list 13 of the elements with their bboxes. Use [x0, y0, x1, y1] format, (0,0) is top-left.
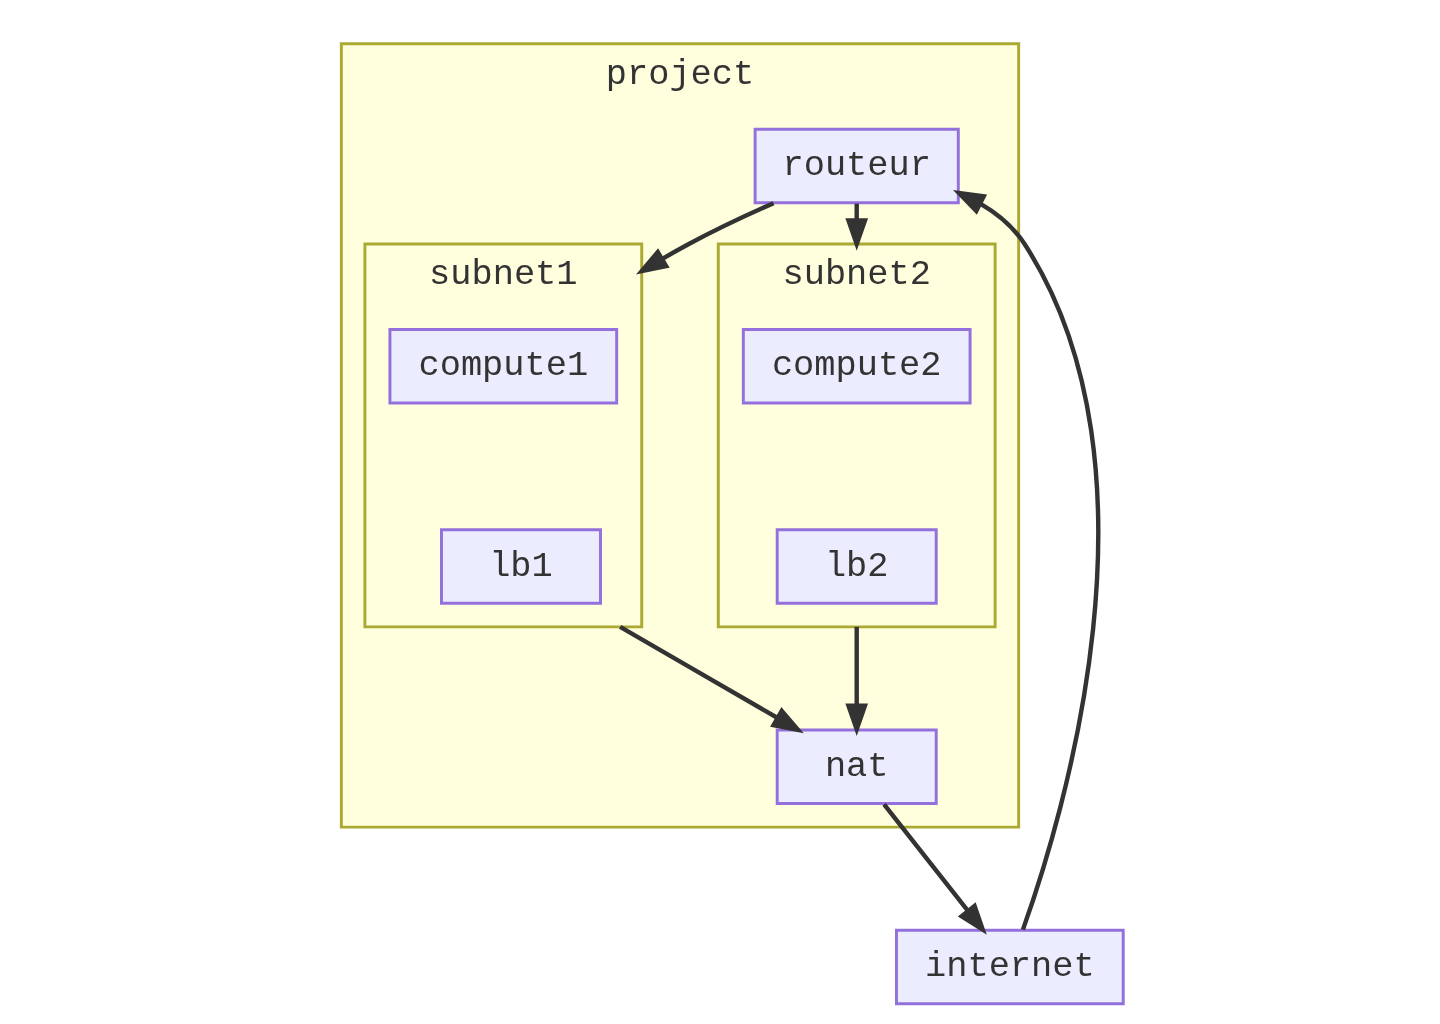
arrow	[844, 203, 868, 251]
node-box: nat	[775, 728, 938, 805]
arrow	[635, 201, 774, 275]
node-box: compute2	[741, 327, 972, 405]
arrow	[618, 624, 804, 734]
arrow	[844, 626, 868, 737]
arrow	[952, 190, 1100, 931]
node-box: compute1	[387, 327, 618, 405]
node-box: lb1	[439, 528, 602, 605]
node-box: routeur	[753, 127, 960, 205]
node-box: lb2	[775, 528, 938, 605]
node-box: internet	[894, 928, 1125, 1006]
arrow	[881, 803, 987, 935]
